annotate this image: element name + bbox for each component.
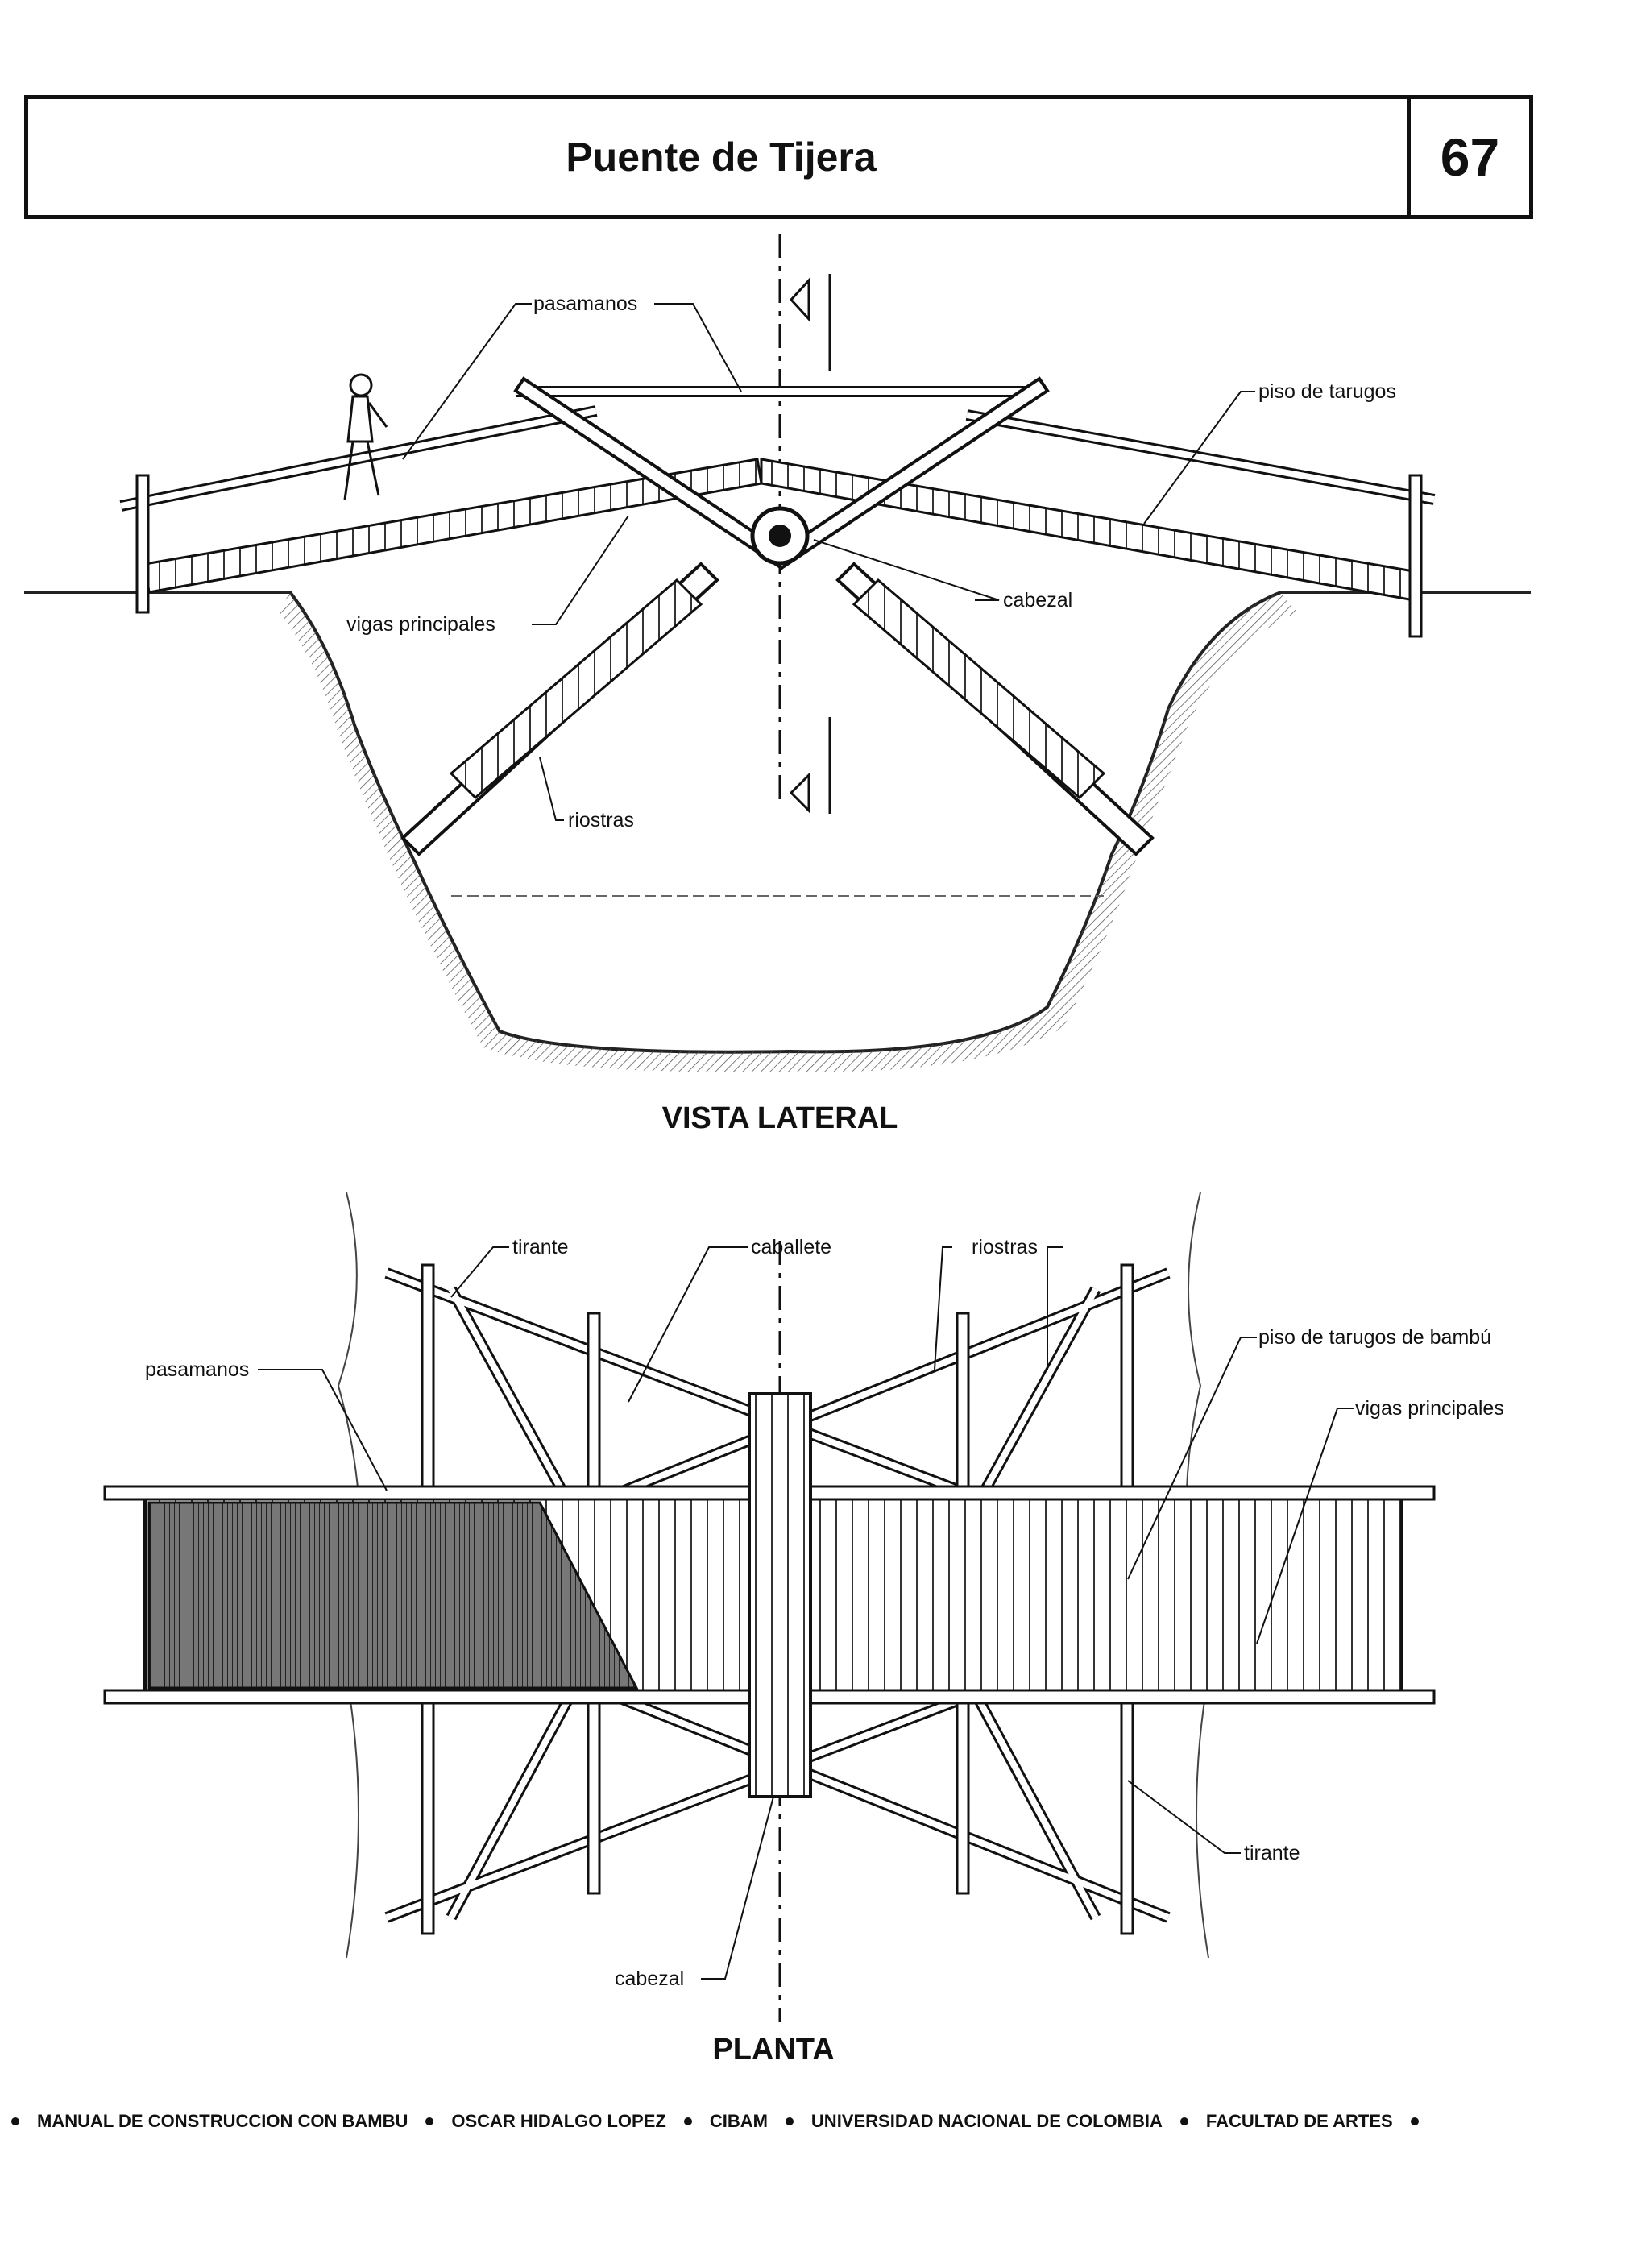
label-cabezal: cabezal — [1003, 589, 1072, 612]
plan-label-pasamanos: pasamanos — [145, 1358, 249, 1381]
footer-item: UNIVERSIDAD NACIONAL DE COLOMBIA — [810, 2111, 1163, 2131]
section-arrow-bottom — [789, 772, 810, 814]
page-footer: MANUAL DE CONSTRUCCION CON BAMBU OSCAR H… — [11, 2111, 1542, 2132]
plan-cabezal — [748, 1392, 812, 1798]
label-pasamanos: pasamanos — [533, 292, 637, 315]
plan-label-cabezal: cabezal — [615, 1967, 684, 1990]
footer-bullet — [785, 2117, 794, 2125]
plan-leaders — [258, 1246, 1354, 1980]
footer-bullet — [1179, 2117, 1188, 2125]
label-riostras: riostras — [568, 809, 634, 831]
page-title: Puente de Tijera — [566, 135, 877, 180]
footer-item: CIBAM — [709, 2111, 768, 2131]
lateral-view: pasamanos piso de tarugos vigas principa… — [24, 234, 1531, 1135]
footer-bullet — [683, 2117, 692, 2125]
ravine-ground — [24, 591, 1531, 1054]
brace-bundles — [449, 578, 1106, 800]
lateral-leaders — [402, 303, 1255, 821]
post-right — [1408, 474, 1423, 638]
page-number: 67 — [1407, 99, 1529, 215]
footer-item: OSCAR HIDALGO LOPEZ — [451, 2111, 666, 2131]
post-left — [135, 474, 150, 614]
plan-deck-shaded — [147, 1501, 639, 1690]
plan-label-caballete: caballete — [751, 1236, 831, 1258]
plan-label-tirante-top: tirante — [512, 1236, 568, 1258]
scissor-legs — [400, 376, 1155, 856]
footer-bullet — [1410, 2117, 1419, 2125]
footer-item: FACULTAD DE ARTES — [1205, 2111, 1393, 2131]
label-vigas-principales: vigas principales — [346, 613, 495, 636]
footer-item: MANUAL DE CONSTRUCCION CON BAMBU — [37, 2111, 408, 2131]
caption-vista-lateral: VISTA LATERAL — [662, 1101, 898, 1135]
page-header: Puente de Tijera 67 — [24, 95, 1533, 219]
plan-label-tirante-bottom: tirante — [1244, 1842, 1300, 1864]
person-figure — [343, 373, 388, 500]
plan-label-riostras: riostras — [972, 1236, 1038, 1258]
section-arrow-top — [789, 277, 810, 322]
footer-bullet — [425, 2117, 434, 2125]
plan-view: tirante caballete riostras pasamanos pis… — [103, 1192, 1504, 2067]
caption-planta: PLANTA — [712, 2033, 834, 2067]
footer-bullet — [11, 2117, 19, 2125]
label-piso-de-tarugos: piso de tarugos — [1258, 380, 1396, 403]
plan-label-vigas: vigas principales — [1355, 1397, 1504, 1420]
plan-label-piso: piso de tarugos de bambú — [1258, 1326, 1491, 1349]
